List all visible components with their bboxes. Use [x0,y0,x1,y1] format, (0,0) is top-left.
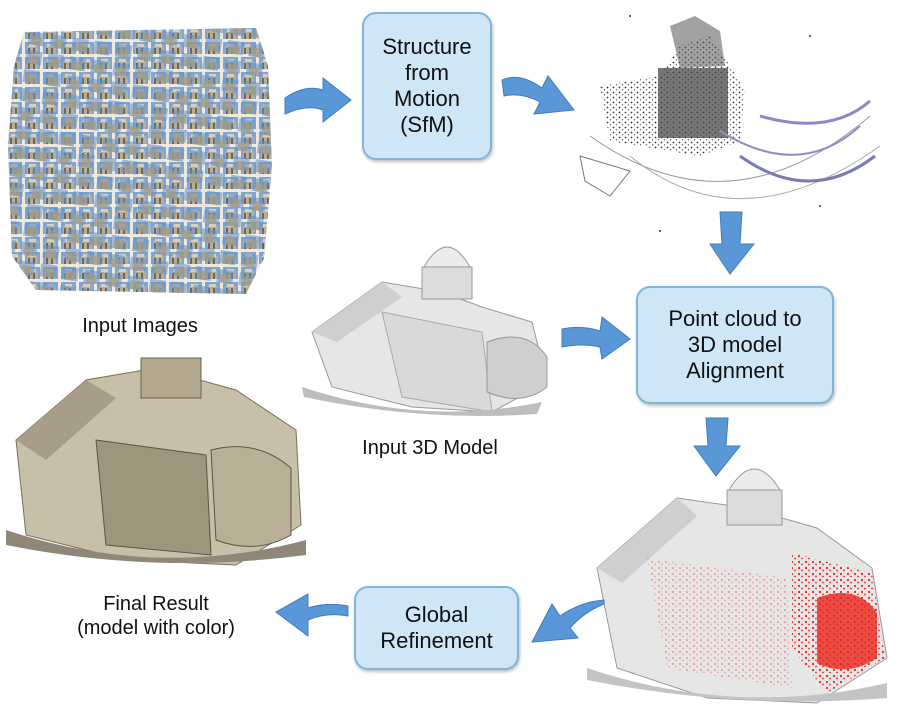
input-images-caption-text: Input Images [82,315,198,337]
refinement-label: Global Refinement [380,602,493,654]
arrow-images-to-sfm [283,76,353,126]
input-images-caption: Input Images [40,314,240,338]
sfm-label: Structure from Motion (SfM) [382,34,471,138]
sfm-process-box: Structure from Motion (SfM) [362,12,492,160]
input-model-caption-text: Input 3D Model [362,437,498,459]
sfm-label-line-2: from [404,60,449,86]
input-images-collage [6,26,276,298]
final-result-caption-line-1: Final Result [103,593,209,615]
refinement-label-line-2: Refinement [380,628,493,653]
final-result-caption-line-2: (model with color) [77,617,235,639]
arrow-sfm-to-pointcloud [500,70,576,126]
arrow-refinement-to-final [274,592,350,640]
arrow-result-to-refinement [528,598,606,652]
input-3d-model-render [292,222,554,418]
arrow-model-to-alignment [560,315,632,361]
refinement-label-line-1: Global [404,602,469,628]
final-colored-model-render [6,350,308,572]
sfm-label-line-1: Structure [382,34,472,60]
sfm-label-line-4: (SfM) [400,111,454,137]
alignment-label: Point cloud to 3D model Alignment [668,306,801,384]
sfm-point-cloud [570,6,892,236]
arrow-pointcloud-to-alignment [706,210,758,276]
final-result-caption: Final Result (model with color) [48,592,264,640]
alignment-label-line-3: Alignment [686,357,784,383]
arrow-alignment-to-result [690,416,744,478]
sfm-label-line-3: Motion [393,86,461,111]
alignment-process-box: Point cloud to 3D model Alignment [636,286,834,404]
alignment-label-line-1: Point cloud to [668,306,802,332]
alignment-label-line-2: 3D model [687,332,783,358]
input-model-caption: Input 3D Model [330,436,530,460]
refinement-process-box: Global Refinement [354,586,519,670]
aligned-model-render [587,458,892,708]
